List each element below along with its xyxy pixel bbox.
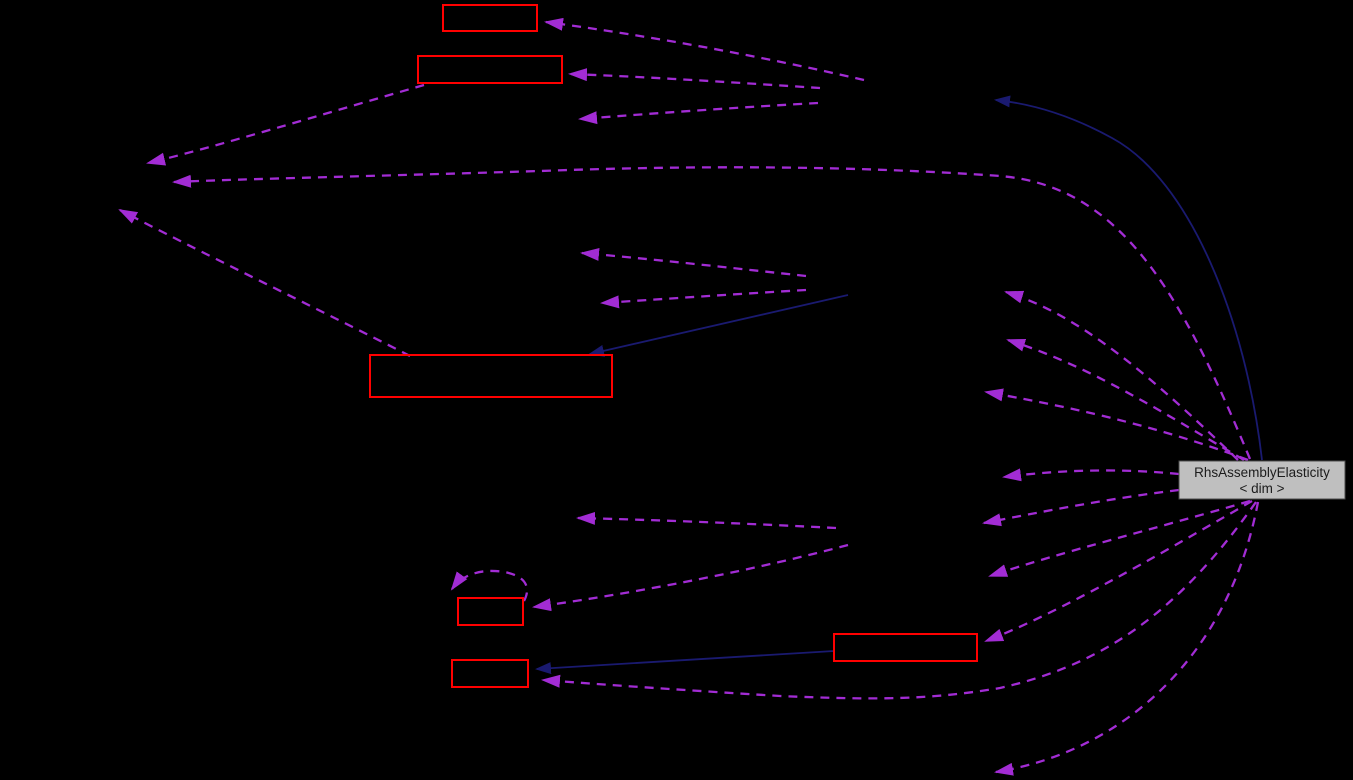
class-node-box[interactable] — [457, 597, 524, 626]
class-node-box[interactable] — [833, 633, 978, 662]
usage-edge — [1002, 468, 1180, 482]
usage-edge — [146, 83, 425, 166]
usage-edge — [600, 288, 807, 309]
usage-edge — [532, 543, 849, 612]
current-class-name: RhsAssemblyElasticity — [1194, 465, 1330, 480]
usage-edge — [1006, 338, 1245, 461]
usage-edge — [988, 499, 1251, 578]
class-node-box[interactable] — [451, 659, 529, 688]
inheritance-edge — [994, 95, 1263, 461]
usage-edge — [541, 501, 1257, 700]
usage-edge — [578, 101, 819, 125]
usage-edge — [172, 166, 1252, 460]
usage-edge — [1004, 290, 1239, 461]
usage-edge — [544, 17, 865, 82]
class-node-box[interactable] — [442, 4, 538, 32]
usage-edge — [984, 500, 1253, 643]
usage-edge — [576, 511, 837, 530]
usage-edge — [118, 208, 411, 358]
usage-edge — [568, 68, 821, 90]
usage-edge — [994, 501, 1260, 776]
current-class-node-box — [1178, 460, 1346, 500]
self-loop-edge — [450, 569, 528, 602]
current-class-template-param: < dim > — [1239, 481, 1284, 496]
current-class-node: RhsAssemblyElasticity < dim > — [1178, 460, 1346, 500]
usage-edge — [982, 488, 1180, 527]
inheritance-edge — [588, 294, 849, 357]
inheritance-edge — [535, 650, 835, 675]
class-node-box[interactable] — [417, 55, 563, 84]
usage-edge — [984, 388, 1249, 462]
usage-edge — [580, 247, 807, 278]
class-node-box[interactable] — [369, 354, 613, 398]
